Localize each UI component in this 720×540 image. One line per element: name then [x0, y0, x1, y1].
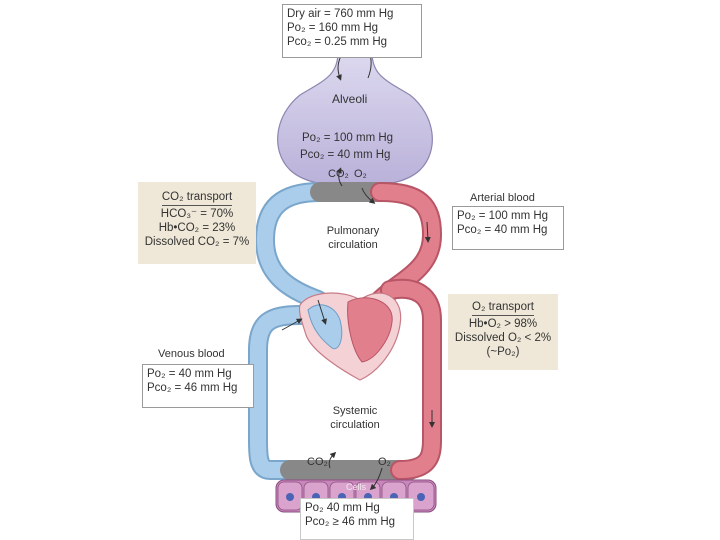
dry-air-label: Dry air = 760 mm Hg [287, 8, 394, 20]
tissue-co2-label: CO₂ [307, 456, 328, 468]
systemic-label: Systemic circulation [320, 404, 390, 432]
venous-box: Po₂ = 40 mm Hg Pco₂ = 46 mm Hg [142, 364, 254, 408]
alveoli-pco2: Pco₂ = 40 mm Hg [300, 149, 391, 161]
tissue-pco2: Pco₂ ≥ 46 mm Hg [305, 516, 396, 528]
tissue-box: Po₂ 40 mm Hg Pco₂ ≥ 46 mm Hg [300, 498, 414, 540]
co2-transport-title: CO₂ transport [161, 190, 233, 206]
alveoli-o2-label: O₂ [354, 168, 367, 180]
pulmonary-line2: circulation [328, 239, 378, 251]
atmosphere-po2: Po₂ = 160 mm Hg [287, 22, 379, 34]
alveolus [277, 51, 433, 187]
o2-transport-panel: O₂ transport Hb•O₂ > 98% Dissolved O₂ < … [448, 294, 558, 370]
alveoli-co2-label: CO₂ [328, 168, 349, 180]
venous-title: Venous blood [158, 348, 225, 360]
venous-pco2: Pco₂ = 46 mm Hg [147, 382, 238, 394]
heart [298, 292, 402, 381]
o2-transport-title: O₂ transport [472, 300, 534, 316]
tissue-o2-label: O₂ [378, 456, 391, 468]
alveoli-title: Alveoli [332, 92, 368, 106]
o2-hb: Hb•O₂ > 98% [468, 318, 538, 330]
cells-label: Cells [346, 482, 367, 492]
systemic-line1: Systemic [332, 405, 378, 417]
alveoli-po2: Po₂ = 100 mm Hg [302, 132, 394, 144]
systemic-line2: circulation [330, 419, 380, 431]
arterial-box: Po₂ = 100 mm Hg Pco₂ = 40 mm Hg [452, 206, 564, 250]
venous-po2: Po₂ = 40 mm Hg [147, 368, 232, 380]
systemic-loop [248, 278, 442, 480]
co2-dissolved: Dissolved CO₂ = 7% [144, 236, 250, 248]
atmosphere-pco2: Pco₂ = 0.25 mm Hg [287, 36, 388, 48]
pulmonary-loop [255, 182, 442, 310]
o2-dissolved: Dissolved O₂ < 2% [454, 332, 552, 344]
arterial-pco2: Pco₂ = 40 mm Hg [457, 224, 548, 236]
co2-transport-panel: CO₂ transport HCO₃⁻ = 70% Hb•CO₂ = 23% D… [138, 182, 256, 264]
atmosphere-box: Dry air = 760 mm Hg Po₂ = 160 mm Hg Pco₂… [282, 4, 422, 58]
tissue-po2: Po₂ 40 mm Hg [305, 502, 380, 514]
arterial-po2: Po₂ = 100 mm Hg [457, 210, 549, 222]
co2-hb: Hb•CO₂ = 23% [158, 222, 236, 234]
co2-bicarbonate: HCO₃⁻ = 70% [160, 208, 234, 220]
pulmonary-label: Pulmonary circulation [318, 224, 388, 252]
o2-approx: (~Po₂) [486, 346, 520, 358]
arterial-title: Arterial blood [470, 192, 535, 204]
pulmonary-line1: Pulmonary [326, 225, 380, 237]
